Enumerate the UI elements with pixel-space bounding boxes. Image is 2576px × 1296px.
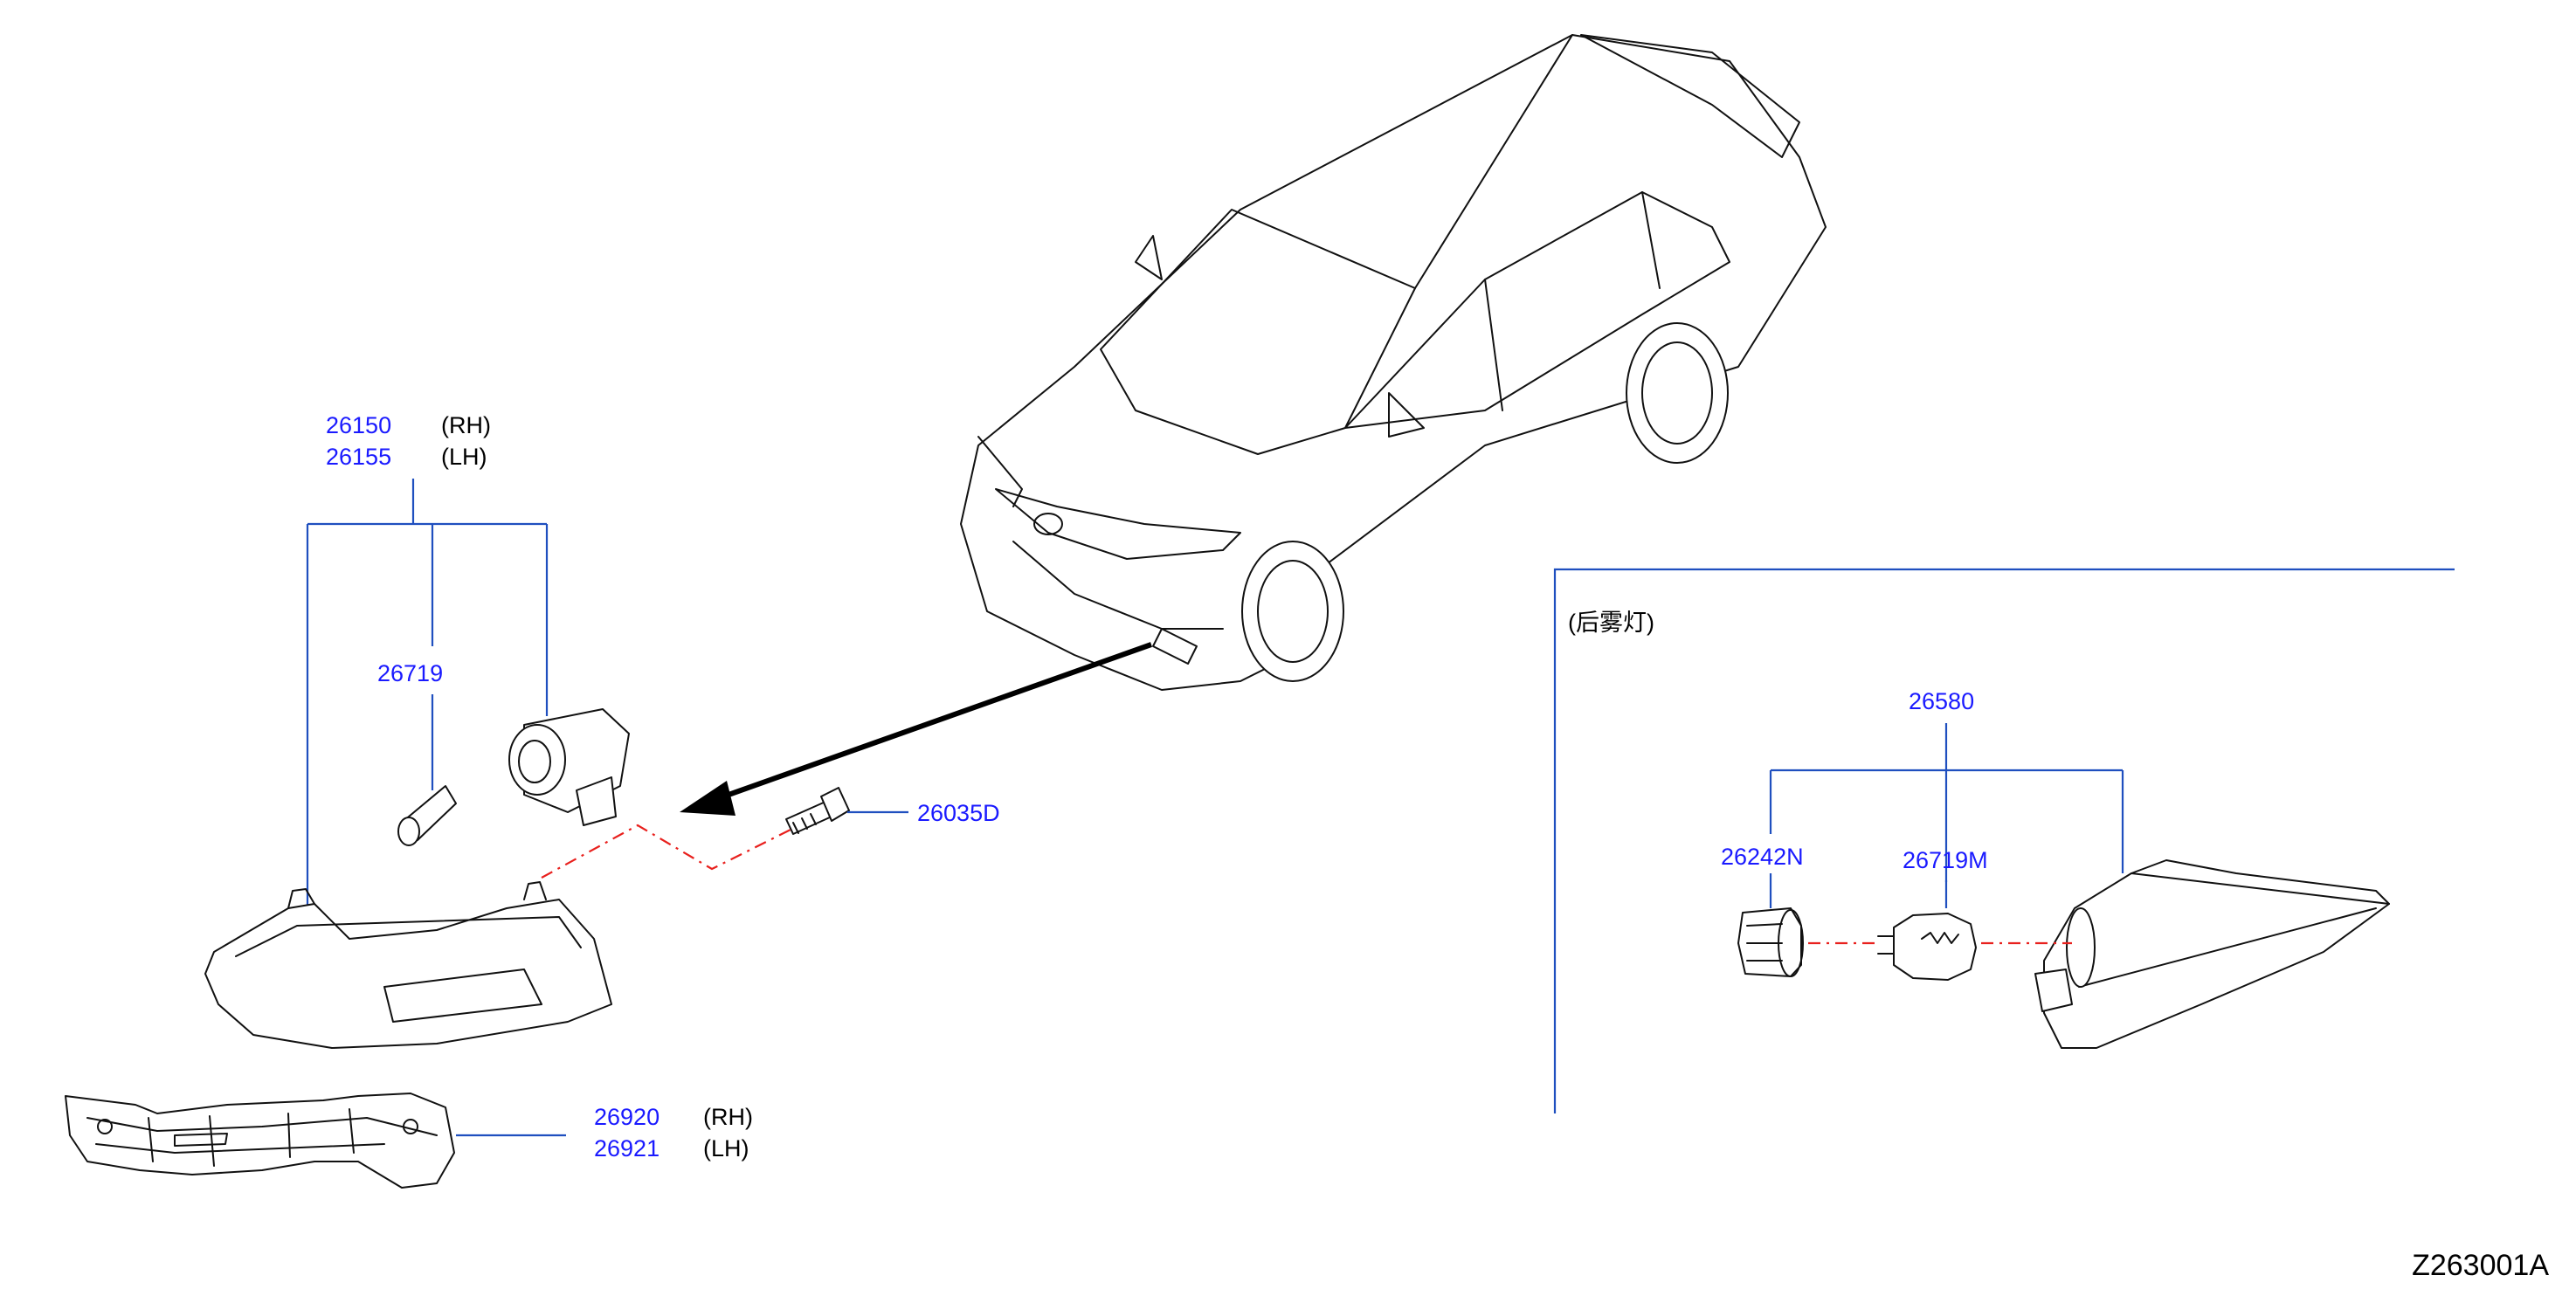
screw-number: 26035D [917, 800, 1000, 826]
bracket-rh-side: (RH) [703, 1104, 753, 1130]
rear-section-caption: (后雾灯) [1568, 610, 1654, 636]
screw [785, 787, 850, 835]
front-fog-lamp-group: 26150 (RH) 26155 (LH) 26719 26035D [204, 412, 1000, 1049]
rear-section-frame [1553, 568, 2455, 1113]
rear-lamp-number: 26580 [1909, 688, 1974, 714]
bracket-lh-number: 26921 [594, 1135, 660, 1162]
front-alignment-line [541, 824, 791, 879]
front-lamp-leader [306, 479, 549, 908]
rear-bulb [1877, 913, 1977, 981]
rear-socket [1737, 907, 1804, 977]
diagram-code: Z263001A [2412, 1249, 2549, 1282]
front-lamp-rh-side: (RH) [441, 412, 491, 438]
bracket-lh-side: (LH) [703, 1135, 749, 1162]
front-socket [508, 708, 630, 826]
front-bulb [397, 785, 457, 846]
fog-lamp-bracket [65, 1093, 455, 1189]
rear-fog-lamp-housing [2034, 859, 2390, 1049]
front-lamp-rh-number: 26150 [326, 412, 391, 438]
rear-bulb-number: 26719M [1903, 847, 1988, 873]
location-arrow [680, 642, 1153, 816]
front-bulb-number: 26719 [377, 660, 443, 686]
front-lamp-lh-number: 26155 [326, 444, 391, 470]
vehicle-illustration [960, 34, 1827, 691]
bracket-rh-number: 26920 [594, 1104, 660, 1130]
rear-lamp-leader [1769, 723, 2124, 882]
front-fog-lamp-housing [204, 881, 612, 1049]
front-lamp-lh-side: (LH) [441, 444, 487, 470]
rear-socket-number: 26242N [1721, 844, 1804, 870]
rear-fog-lamp-section: (后雾灯) 26580 26242N 26719M [1553, 568, 2455, 1113]
